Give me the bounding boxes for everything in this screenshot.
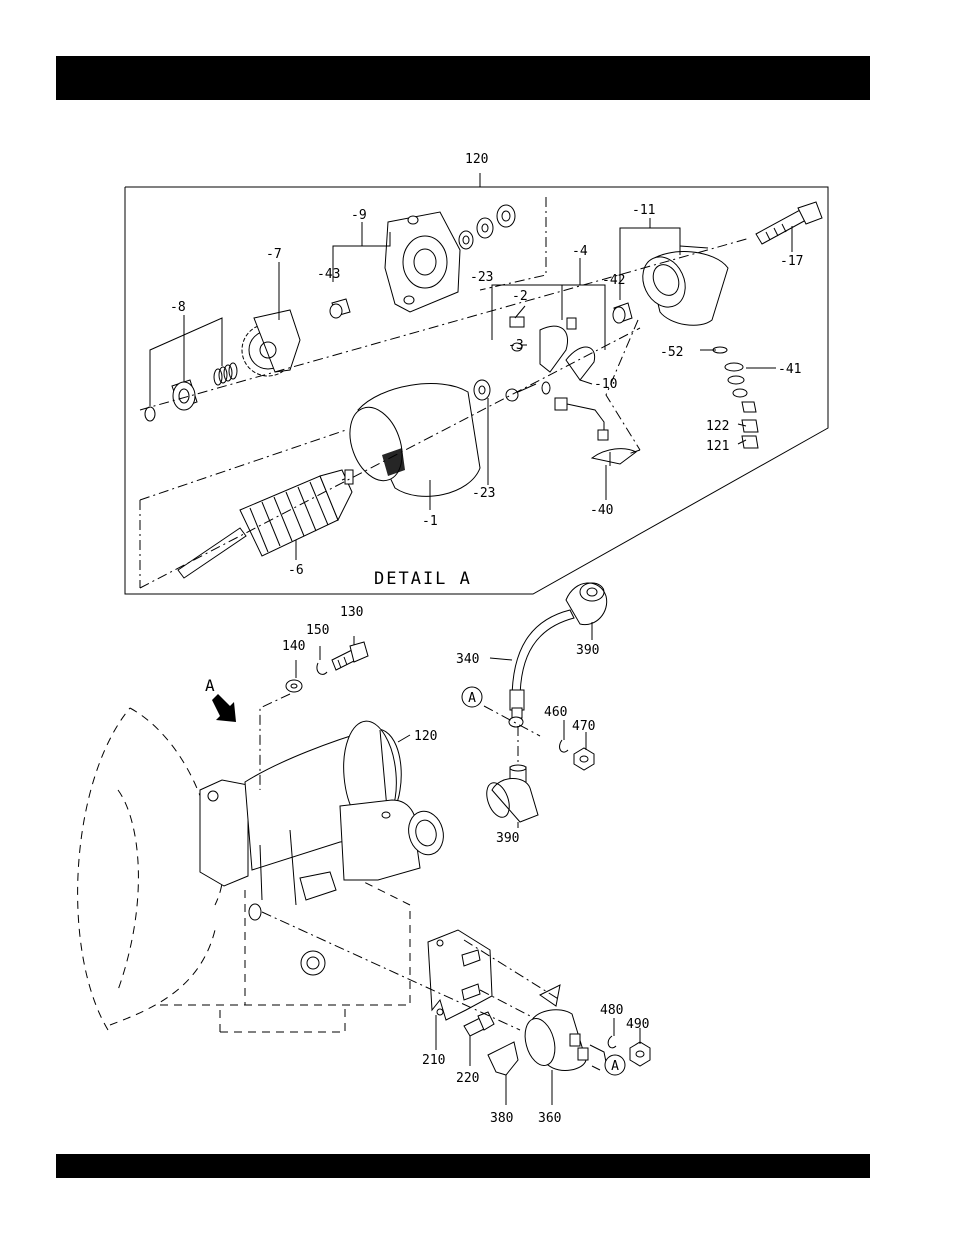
svg-text:A: A (468, 691, 476, 706)
label-8: -8 (170, 300, 186, 315)
relay-bracket-part (428, 930, 494, 1066)
svg-text:A: A (611, 1059, 619, 1074)
label-140: 140 (282, 639, 305, 654)
callout-a-cable: A (462, 687, 482, 707)
label-150: 150 (306, 623, 329, 638)
label-3: -3 (508, 338, 524, 353)
view-arrow-a (212, 694, 236, 722)
label-42: -42 (602, 273, 625, 288)
bushing-part (330, 299, 350, 318)
through-bolt-part (756, 202, 822, 244)
starter-relay-part (488, 985, 650, 1105)
label-480: 480 (600, 1003, 623, 1018)
label-122: 122 (706, 419, 729, 434)
label-17: -17 (780, 254, 803, 269)
label-52: -52 (660, 345, 683, 360)
label-11: -11 (632, 203, 655, 218)
label-470: 470 (572, 719, 595, 734)
label-2: -2 (512, 289, 528, 304)
label-40: -40 (590, 503, 613, 518)
label-7: -7 (266, 247, 282, 262)
label-120-main: 120 (414, 729, 437, 744)
label-220: 220 (456, 1071, 479, 1086)
pinion-gear-part (242, 310, 300, 376)
bushing-rear-part (613, 303, 632, 323)
rear-cover-part (635, 246, 728, 325)
label-10: -10 (594, 377, 617, 392)
label-23-top: -23 (470, 270, 493, 285)
detail-a-title: DETAIL A (374, 569, 472, 589)
label-130: 130 (340, 605, 363, 620)
label-390-lower: 390 (496, 831, 519, 846)
label-6: -6 (288, 563, 304, 578)
view-marker-a: A (205, 676, 215, 695)
starter-motor-assembly (200, 719, 448, 905)
label-210: 210 (422, 1053, 445, 1068)
label-380: 380 (490, 1111, 513, 1126)
label-23-lower: -23 (472, 486, 495, 501)
label-1: -1 (422, 514, 438, 529)
cable-nut-set (484, 706, 594, 770)
washers-part (459, 205, 515, 249)
label-121: 121 (706, 439, 729, 454)
label-360: 360 (538, 1111, 561, 1126)
label-490: 490 (626, 1017, 649, 1032)
label-460: 460 (544, 705, 567, 720)
label-390-top: 390 (576, 643, 599, 658)
label-41: -41 (778, 362, 801, 377)
clutch-parts (145, 363, 237, 421)
label-43: -43 (317, 267, 340, 282)
yoke-part (340, 384, 480, 497)
label-120-top: 120 (465, 152, 488, 167)
drive-housing-part (385, 212, 460, 312)
label-9: -9 (351, 208, 367, 223)
callout-a-relay: A (605, 1055, 625, 1075)
terminal-boot-part (482, 765, 538, 822)
armature-part (178, 470, 353, 578)
washer-lower-part (474, 380, 490, 400)
label-4: -4 (572, 244, 588, 259)
label-340: 340 (456, 652, 479, 667)
